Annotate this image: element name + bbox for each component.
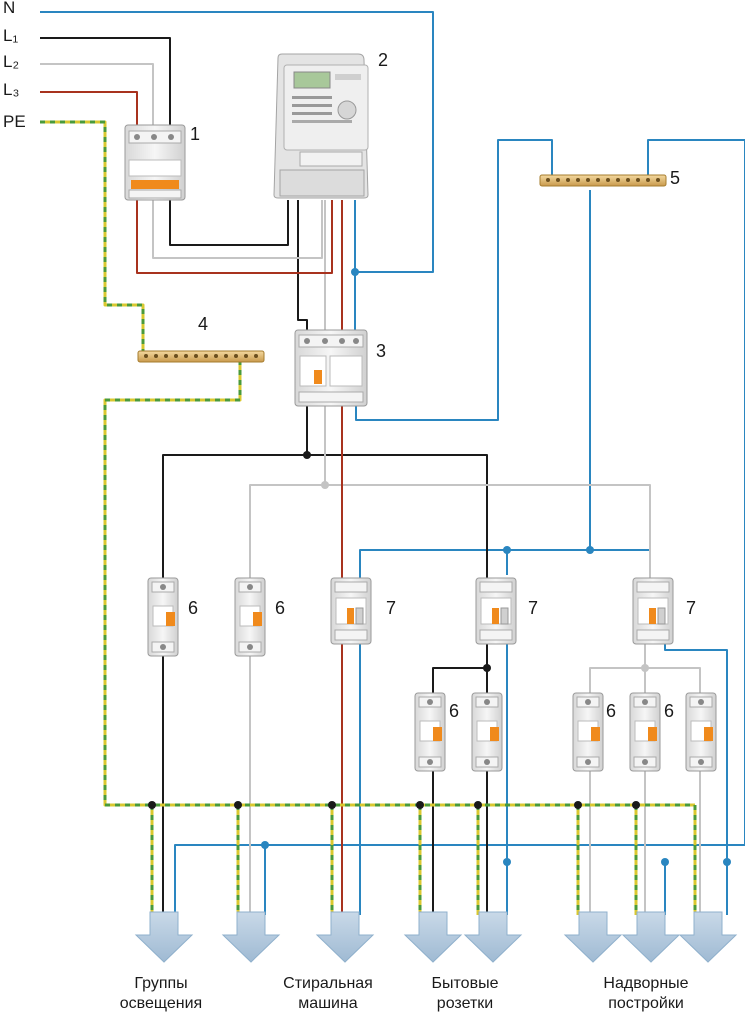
mcb-icon [629, 692, 661, 772]
label-mcb-number: 6 [188, 598, 199, 618]
arrow-down-icon [463, 911, 523, 963]
group-label-washing-machine: Стиральная машина [283, 975, 373, 1012]
mcb-icon [234, 577, 266, 657]
four-pole-rcd-icon [294, 329, 368, 407]
label-rcd-number: 3 [376, 341, 387, 361]
label-mcb-number: 6 [449, 701, 460, 721]
label-meter-number: 2 [378, 50, 389, 70]
arrow-down-icon [403, 911, 463, 963]
l3-wires [40, 91, 343, 915]
rcbo-icon [475, 577, 517, 645]
rcbo-icon [330, 577, 372, 645]
mcb-icon [414, 692, 446, 772]
input-label-pe: PE [3, 112, 26, 131]
mcb-icon [471, 692, 503, 772]
arrow-down-icon [221, 911, 281, 963]
arrow-down-icon [315, 911, 375, 963]
arrow-down-icon [678, 911, 738, 963]
l1-wires [40, 37, 488, 915]
label-breaker-number: 1 [190, 124, 201, 144]
mcb-icon [572, 692, 604, 772]
junction-dots [148, 268, 731, 866]
label-mcb-number: 6 [664, 701, 675, 721]
label-mcb-number: 6 [275, 598, 286, 618]
group-label-lighting: Группы освещения [119, 975, 203, 1012]
arrow-down-icon [134, 911, 194, 963]
pe-wires [40, 120, 697, 915]
input-label-n: N [3, 0, 16, 17]
l2-wires [40, 63, 701, 915]
label-n-bus-number: 5 [670, 168, 681, 188]
arrow-down-icon [563, 911, 623, 963]
rcbo-icon [632, 577, 674, 645]
three-pole-breaker-icon [124, 124, 186, 201]
mcb-icon [147, 577, 179, 657]
label-rcbo-number: 7 [528, 598, 539, 618]
electricity-meter-icon [273, 53, 369, 199]
input-label-l2: L₂ [3, 52, 20, 71]
label-rcbo-number: 7 [686, 598, 697, 618]
input-label-l3: L₃ [3, 80, 20, 99]
label-mcb-number: 6 [606, 701, 617, 721]
label-pe-bus-number: 4 [198, 314, 209, 334]
input-label-l1: L₁ [3, 26, 19, 45]
arrow-down-icon [621, 911, 681, 963]
output-arrows [134, 911, 738, 963]
label-rcbo-number: 7 [386, 598, 397, 618]
group-label-outbuildings: Надворные постройки [603, 975, 689, 1012]
mcb-icon [685, 692, 717, 772]
neutral-terminal-bus-icon [539, 174, 667, 187]
pe-terminal-bus-icon [137, 350, 265, 363]
group-label-sockets: Бытовые розетки [431, 975, 499, 1012]
